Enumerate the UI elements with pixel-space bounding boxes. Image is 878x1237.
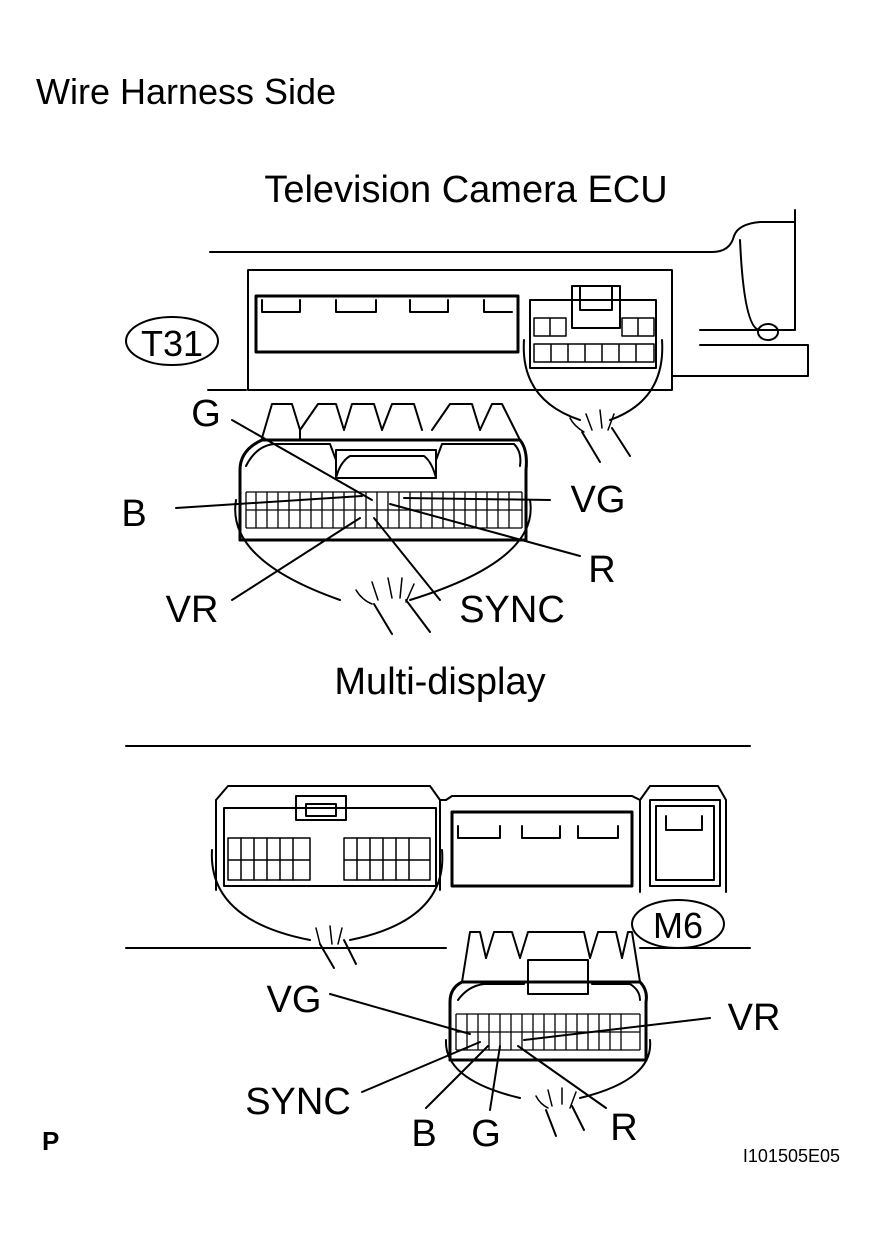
figure-code: I101505E05 [743,1146,840,1166]
m6-leader-lines [329,993,711,1111]
t31-pin-sync: SYNC [459,589,565,631]
t31-pin-g: G [191,393,221,435]
m6-pin-r: R [610,1107,637,1149]
m6-id-oval [631,899,725,949]
display-center-socket [450,810,634,888]
display-heading: Multi-display [334,661,545,703]
m6-pin-vg: VG [267,979,322,1021]
t31-leader-lines [175,419,581,601]
t31-pin-vr: VR [166,589,219,631]
page-title: Wire Harness Side [36,71,336,112]
t31-id-oval [125,316,219,366]
t31-pin-b: B [121,493,146,535]
display-right-connector [649,799,721,887]
m6-pin-g: G [471,1113,501,1155]
m6-pin-vr: VR [728,997,781,1039]
t31-connector [234,403,532,635]
t31-pin-vg: VG [571,479,626,521]
m6-id-label: M6 [653,905,703,946]
t31-pin-r: R [588,549,615,591]
m6-pin-sync: SYNC [245,1081,351,1123]
ecu-small-connector [522,285,664,463]
m6-pin-b: B [411,1113,436,1155]
display-housing [125,745,751,949]
ecu-housing [207,209,809,391]
ecu-large-socket [254,294,520,354]
corner-mark: P [42,1126,59,1156]
ecu-heading: Television Camera ECU [264,169,667,211]
t31-id-label: T31 [141,323,203,364]
display-left-connector [210,795,444,969]
m6-connector [444,931,652,1137]
